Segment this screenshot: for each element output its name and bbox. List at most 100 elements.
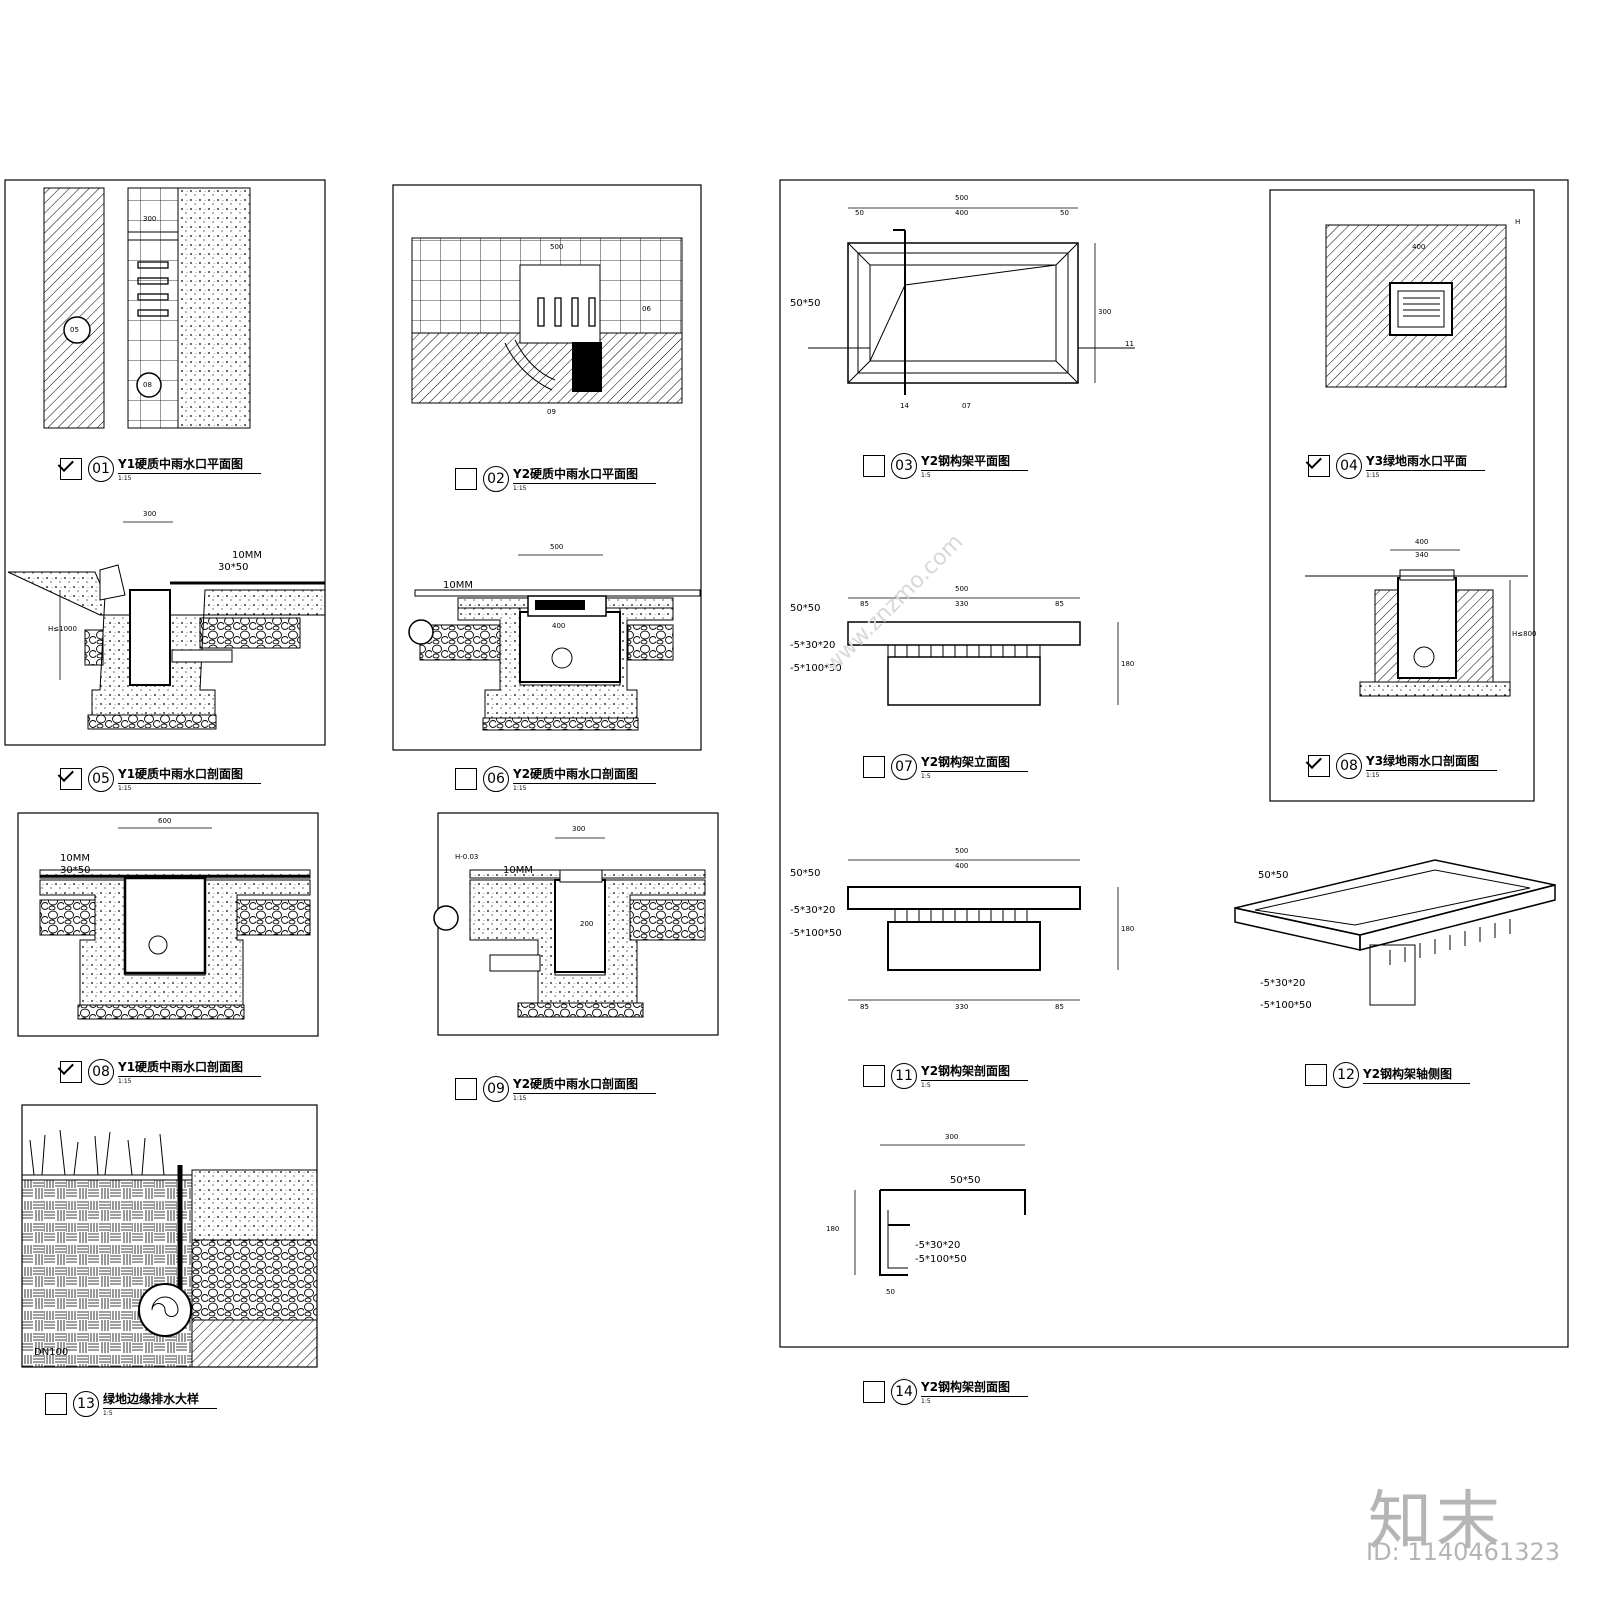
- detail-number: 12: [1333, 1062, 1359, 1088]
- checkbox[interactable]: [455, 1077, 477, 1100]
- y3-frame: [1269, 189, 1535, 802]
- dim-h1000-y1: H≤1000: [48, 625, 77, 633]
- checkbox[interactable]: [60, 457, 82, 480]
- checkbox[interactable]: [45, 1392, 67, 1415]
- callout-dn100: DN100: [34, 1347, 69, 1358]
- detail-scale: 1:15: [513, 1095, 527, 1102]
- detail-06-section: [408, 589, 701, 731]
- detail-scale: 1:5: [103, 1410, 113, 1417]
- callout-steel-100-axon: -5*100*50: [1260, 1000, 1312, 1011]
- dim-500-y2plan: 500: [550, 243, 564, 251]
- detail-12-axon: [1234, 859, 1556, 1006]
- checkbox[interactable]: [863, 1064, 885, 1087]
- detail-name: Y1硬质中雨水口剖面图: [118, 765, 262, 784]
- callout-plate-10-y2s: 10MM: [503, 865, 533, 876]
- dim-400-y3: 400: [1415, 538, 1429, 546]
- detail-number: 05: [88, 765, 114, 792]
- detail-name: Y2钢构架剖面图: [921, 1062, 1029, 1081]
- detail-name: Y2钢构架剖面图: [921, 1378, 1029, 1397]
- dim-85a-elev: 85: [860, 600, 869, 608]
- callout-steel-50-sec: 50*50: [790, 868, 821, 879]
- detail-number: 07: [891, 753, 917, 780]
- detail-number: 08: [88, 1058, 114, 1085]
- checkbox[interactable]: [455, 767, 477, 790]
- section-mark-11: 11: [1125, 340, 1134, 348]
- dim-85a-sec: 85: [860, 1003, 869, 1011]
- detail-08-section-y1: [17, 812, 319, 1037]
- checkbox[interactable]: [1305, 1064, 1327, 1086]
- dim-500-y2: 500: [550, 543, 564, 551]
- detail-scale: 1:15: [118, 475, 132, 482]
- detail-name: 绿地边缘排水大样: [103, 1390, 218, 1409]
- callout-steel-100-d14: -5*100*50: [915, 1254, 967, 1265]
- dim-200-y2s: 200: [580, 920, 594, 928]
- detail-title-12: 12 Y2钢构架轴侧图: [1305, 1062, 1471, 1088]
- detail-04-plan: [1325, 224, 1507, 388]
- detail-number: 02: [483, 465, 509, 492]
- detail-03-plan: [808, 229, 1135, 395]
- callout-steel-50-axon: 50*50: [1258, 870, 1289, 881]
- dim-300-detail14: 300: [945, 1133, 959, 1141]
- callout-steel-50-elev: 50*50: [790, 603, 821, 614]
- dim-300-y1plan: 300: [143, 215, 157, 223]
- section-mark-14: 14: [900, 402, 909, 410]
- callout-plate-10-y1: 10MM: [232, 550, 262, 561]
- watermark-brand: 知末: [1368, 1485, 1504, 1559]
- checkbox[interactable]: [60, 1060, 82, 1083]
- section-mark-08: 08: [143, 381, 152, 389]
- callout-steel-30-axon: -5*30*20: [1260, 978, 1306, 989]
- section-mark-06: 06: [642, 305, 651, 313]
- detail-11-section: [847, 886, 1081, 971]
- section-mark-07: 07: [962, 402, 971, 410]
- checkbox[interactable]: [863, 1380, 885, 1403]
- checkbox[interactable]: [455, 467, 477, 490]
- detail-number: 14: [891, 1378, 917, 1405]
- detail-scale: 1:5: [921, 472, 931, 479]
- detail-name: Y2钢构架立面图: [921, 753, 1029, 772]
- detail-number: 04: [1336, 452, 1362, 479]
- dim-300-y1: 300: [143, 510, 157, 518]
- checkbox[interactable]: [1308, 454, 1330, 477]
- detail-number: 06: [483, 765, 509, 792]
- detail-name: Y2硬质中雨水口剖面图: [513, 1075, 657, 1094]
- dim-400-y2sec: 400: [552, 622, 566, 630]
- detail-name: Y3绿地雨水口平面: [1366, 452, 1486, 471]
- detail-01-plan: [4, 179, 326, 746]
- checkbox[interactable]: [60, 767, 82, 790]
- callout-steel-30-d14: -5*30*20: [915, 1240, 961, 1251]
- dim-400-y3plan: 400: [1412, 243, 1426, 251]
- detail-07-elevation: [847, 621, 1081, 706]
- callout-steel-100-elev: -5*100*50: [790, 663, 842, 674]
- detail-scale: 1:15: [118, 1078, 132, 1085]
- dim-340-y3: 340: [1415, 551, 1429, 559]
- checkbox[interactable]: [1308, 754, 1330, 777]
- detail-scale: 1:5: [921, 773, 931, 780]
- detail-number: 11: [891, 1062, 917, 1089]
- callout-3050-y1: 30*50: [218, 562, 249, 573]
- dim-330-sec: 330: [955, 1003, 969, 1011]
- dim-50a-plan: 50: [855, 209, 864, 217]
- detail-number: 08: [1336, 752, 1362, 779]
- h-mark-y3plan: H: [1515, 218, 1521, 226]
- detail-name: Y1硬质中雨水口平面图: [118, 455, 262, 474]
- checkbox[interactable]: [863, 755, 885, 778]
- dim-180-sec: 180: [1121, 925, 1135, 933]
- detail-scale: 1:15: [513, 485, 527, 492]
- right-frame: [779, 179, 1569, 1348]
- dim-600-y1: 600: [158, 817, 172, 825]
- detail-scale: 1:5: [921, 1398, 931, 1405]
- checkbox[interactable]: [863, 454, 885, 477]
- detail-14-section: [879, 1189, 1026, 1276]
- detail-name: Y2钢构架平面图: [921, 452, 1029, 471]
- dim-330-elev: 330: [955, 600, 969, 608]
- watermark-id: ID: 1140461323: [1366, 1538, 1560, 1566]
